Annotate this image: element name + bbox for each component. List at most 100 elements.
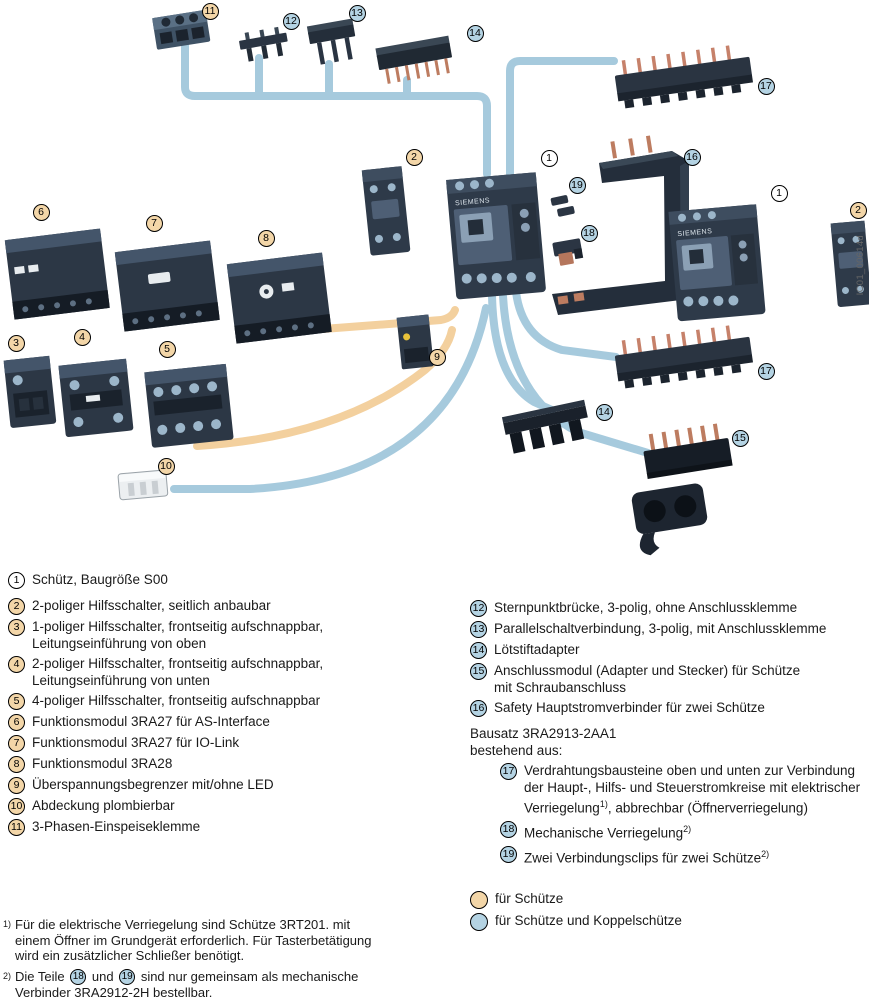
text-line: Bausatz 3RA2913-2AA1 bbox=[470, 726, 617, 741]
callout-badge-19: 19 bbox=[119, 968, 136, 985]
text-line: Verriegelung1), abbrechbar (Öffnerverrie… bbox=[524, 799, 808, 816]
legend-text: Schütz, Baugröße S00 bbox=[32, 572, 168, 589]
text-line: 3-Phasen-Einspeiseklemme bbox=[32, 819, 201, 834]
component-10-abdeckung bbox=[117, 469, 169, 501]
component-11-einspeiseklemme bbox=[152, 9, 211, 50]
text-line: 4-poliger Hilfsschalter, frontseitig auf… bbox=[32, 693, 321, 708]
component-5-hilfsschalter bbox=[144, 363, 234, 448]
text-line: Safety Hauptstromverbinder für zwei Schü… bbox=[494, 700, 765, 715]
component-14-bottom bbox=[501, 399, 588, 454]
component-19-clips bbox=[550, 195, 575, 217]
component-3-hilfsschalter bbox=[3, 355, 57, 428]
callout-badge-12: 12 bbox=[470, 600, 487, 617]
footnote-1): 1)Für die elektrische Verriegelung sind … bbox=[3, 917, 473, 964]
color-key-circle bbox=[470, 913, 488, 931]
callout-badge-5: 5 bbox=[8, 693, 25, 710]
text-line: Leitungseinführung von unten bbox=[32, 672, 210, 688]
text-line: Lötstiftadapter bbox=[494, 642, 580, 657]
legend-item-18: 18 Mechanische Verriegelung2) bbox=[500, 821, 869, 842]
color-key-item: für Schütze bbox=[470, 891, 869, 909]
component-7-funktionsmodul bbox=[114, 240, 220, 332]
line-orange-short bbox=[319, 306, 459, 333]
line-orange-sweep bbox=[193, 326, 456, 450]
footnote-text: Für die elektrische Verriegelung sind Sc… bbox=[15, 917, 371, 964]
legend-text: 1-poliger Hilfsschalter, frontseitig auf… bbox=[32, 619, 323, 652]
callout-badge-9: 9 bbox=[8, 777, 25, 794]
legend-text: Überspannungsbegrenzer mit/ohne LED bbox=[32, 777, 274, 794]
footnote-text: Die Teile 18 und 19 sind nur gemeinsam a… bbox=[15, 968, 358, 1001]
line-blue-riser-to-17-top bbox=[506, 57, 618, 178]
component-8-funktionsmodul bbox=[226, 252, 332, 344]
callout-badge-4: 4 bbox=[8, 656, 25, 673]
superscript-ref: 1) bbox=[599, 799, 608, 809]
component-12-sternpunktbruecke bbox=[239, 26, 288, 62]
text-line: Zwei Verbindungsclips für zwei Schütze2) bbox=[524, 849, 770, 866]
component-9-ueberspannungsbegrenzer bbox=[396, 314, 434, 370]
legend-item-9: 9 Überspannungsbegrenzer mit/ohne LED bbox=[8, 777, 463, 794]
text-line: 1-poliger Hilfsschalter, frontseitig auf… bbox=[32, 619, 324, 634]
legend-text: für Schütze bbox=[495, 891, 563, 908]
text-line: Für die elektrische Verriegelung sind Sc… bbox=[15, 917, 351, 932]
legend-text: Anschlussmodul (Adapter und Stecker) für… bbox=[494, 663, 800, 696]
legend-item-5: 5 4-poliger Hilfsschalter, frontseitig au… bbox=[8, 693, 463, 710]
component-2-left bbox=[361, 166, 411, 256]
legend-text: 2-poliger Hilfsschalter, frontseitig auf… bbox=[32, 656, 323, 689]
callout-badge-8: 8 bbox=[8, 756, 25, 773]
line-blue-to-17-bottom bbox=[512, 288, 620, 361]
component-6-funktionsmodul bbox=[4, 228, 110, 320]
legend-text: für Schütze und Koppelschütze bbox=[495, 913, 682, 930]
callout-badge-14: 14 bbox=[470, 642, 487, 659]
legend-item-8: 8 Funktionsmodul 3RA28 bbox=[8, 756, 463, 773]
footnote-marker: 1) bbox=[3, 919, 12, 929]
legend-text: Zwei Verbindungsclips für zwei Schütze2) bbox=[524, 846, 769, 867]
diagram-area: SIEMENS SIEMENS bbox=[3, 2, 869, 556]
footnotes: 1)Für die elektrische Verriegelung sind … bbox=[3, 917, 473, 1005]
callout-badge-17: 17 bbox=[500, 763, 517, 780]
legend-text: Funktionsmodul 3RA27 für AS-Interface bbox=[32, 714, 270, 731]
color-key-circle bbox=[470, 891, 488, 909]
text-line: Schütz, Baugröße S00 bbox=[32, 572, 168, 587]
legend-text: Funktionsmodul 3RA27 für IO-Link bbox=[32, 735, 239, 752]
text-line: für Schütze bbox=[495, 891, 564, 906]
callout-badge-18: 18 bbox=[500, 821, 517, 838]
component-17-top bbox=[614, 45, 754, 109]
legend-item-3: 3 1-poliger Hilfsschalter, frontseitig au… bbox=[8, 619, 463, 652]
callout-badge-7: 7 bbox=[8, 735, 25, 752]
callout-badge-11: 11 bbox=[8, 819, 25, 836]
callout-badge-3: 3 bbox=[8, 619, 25, 636]
legend-text: Abdeckung plombierbar bbox=[32, 798, 175, 815]
callout-badge-13: 13 bbox=[470, 621, 487, 638]
text-line: der Haupt-, Hilfs- und Steuerstromkreise… bbox=[524, 779, 861, 795]
legend-text: Verdrahtungsbausteine oben und unten zur… bbox=[524, 763, 860, 817]
text-line: Verbinder 3RA2912-2H bestellbar. bbox=[15, 984, 213, 1000]
component-4-hilfsschalter bbox=[58, 358, 134, 438]
text-line: Mechanische Verriegelung2) bbox=[524, 824, 692, 841]
brand-text: SIEMENS bbox=[677, 228, 712, 238]
text-line: bestehend aus: bbox=[470, 742, 563, 758]
callout-badge-16: 16 bbox=[470, 700, 487, 717]
superscript-ref: 2) bbox=[683, 824, 692, 834]
connection-lines bbox=[170, 36, 652, 493]
diagram-canvas: SIEMENS SIEMENS bbox=[3, 9, 869, 556]
line-blue-top-trunk bbox=[181, 36, 491, 178]
legend-text: Lötstiftadapter bbox=[494, 642, 580, 659]
legend-text: Funktionsmodul 3RA28 bbox=[32, 756, 172, 773]
color-key-item: für Schütze und Koppelschütze bbox=[470, 913, 869, 931]
callout-badge-19: 19 bbox=[500, 846, 517, 863]
component-18-verriegelung bbox=[552, 238, 584, 266]
legend-item-17: 17 Verdrahtungsbausteine oben und unten z… bbox=[500, 763, 869, 817]
text-line: Leitungseinführung von oben bbox=[32, 635, 207, 651]
footnote-2): 2)Die Teile 18 und 19 sind nur gemeinsam… bbox=[3, 968, 473, 1001]
superscript-ref: 2) bbox=[761, 849, 770, 859]
callout-badge-6: 6 bbox=[8, 714, 25, 731]
document-id-label: IC01_00614d bbox=[855, 235, 866, 296]
text-line: Parallelschaltverbindung, 3-polig, mit A… bbox=[494, 621, 827, 636]
